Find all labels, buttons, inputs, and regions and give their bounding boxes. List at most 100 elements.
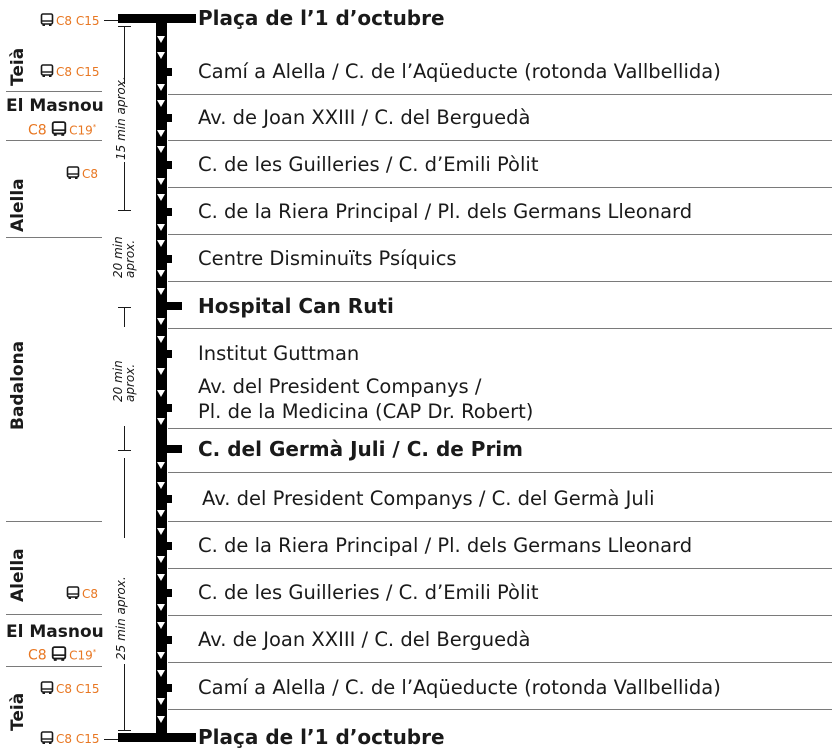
direction-arrow xyxy=(157,318,165,325)
stop-label: Av. de Joan XXIII / C. del Berguedà xyxy=(198,628,531,651)
route-end-bar xyxy=(118,733,196,742)
municipality-divider xyxy=(6,666,102,667)
stop-divider xyxy=(168,428,832,429)
stop-tick xyxy=(158,302,182,310)
direction-arrow xyxy=(157,604,165,611)
duration-bracket xyxy=(124,458,125,538)
duration-label: 20 min aprox. xyxy=(111,360,137,402)
stop-divider xyxy=(168,187,832,188)
route-start-bar xyxy=(118,14,196,23)
stop-label: C. de la Riera Principal / Pl. dels Germ… xyxy=(198,534,693,557)
bus-connection: C8 C15 xyxy=(40,731,99,748)
bus-connection: C8 C19* xyxy=(28,121,97,140)
municipality-label: Alella xyxy=(8,178,28,232)
stop-tick xyxy=(158,495,172,503)
direction-arrow xyxy=(157,716,165,723)
stop-label: Camí a Alella / C. de l’Aqüeducte (roton… xyxy=(198,676,721,699)
route-line xyxy=(156,18,167,737)
direction-arrow xyxy=(157,510,165,517)
stop-divider xyxy=(168,521,832,522)
stop-tick xyxy=(158,68,172,76)
bus-icon xyxy=(51,121,67,140)
bus-icon xyxy=(40,13,54,30)
bus-icon xyxy=(51,646,67,665)
bus-icon xyxy=(66,166,80,183)
duration-bracket-cap xyxy=(118,210,131,211)
stop-label: C. de les Guilleries / C. d’Emili Pòlit xyxy=(198,153,539,176)
municipality-divider xyxy=(6,521,102,522)
direction-arrow xyxy=(157,240,165,247)
stop-label: Plaça de l’1 d’octubre xyxy=(198,6,445,30)
bus-icon xyxy=(66,586,80,603)
direction-arrow xyxy=(157,146,165,153)
stop-tick xyxy=(158,445,182,453)
bus-connection: C8 C15 xyxy=(40,681,99,698)
bus-icon xyxy=(40,681,54,698)
stop-divider xyxy=(168,281,832,282)
direction-arrow xyxy=(157,52,165,59)
stop-label: Camí a Alella / C. de l’Aqüeducte (roton… xyxy=(198,60,721,83)
duration-label: 25 min aprox. xyxy=(114,576,128,660)
stop-divider xyxy=(168,234,832,235)
direction-arrow xyxy=(157,670,165,677)
stop-divider xyxy=(168,709,832,710)
bus-icon xyxy=(40,64,54,81)
duration-label: 15 min aprox. xyxy=(114,76,128,160)
duration-bracket xyxy=(124,26,125,84)
stop-tick xyxy=(158,350,172,358)
stop-tick xyxy=(158,684,172,692)
direction-arrow xyxy=(157,84,165,91)
direction-arrow xyxy=(157,652,165,659)
stop-label: Av. del President Companys / C. del Germ… xyxy=(202,487,655,510)
duration-label: 20 min aprox. xyxy=(111,236,137,278)
municipality-divider xyxy=(6,614,102,615)
stop-label: Institut Guttman xyxy=(198,342,360,365)
stop-divider xyxy=(168,568,832,569)
direction-arrow xyxy=(157,622,165,629)
stop-label: Av. de Joan XXIII / C. del Berguedà xyxy=(198,106,531,129)
bus-connection: C8 xyxy=(66,586,98,603)
direction-arrow xyxy=(157,178,165,185)
municipality-divider xyxy=(6,140,102,141)
stop-label: Centre Disminuïts Psíquics xyxy=(198,247,457,270)
bus-connection: C8 C15 xyxy=(40,13,99,30)
direction-arrow xyxy=(157,194,165,201)
duration-bracket xyxy=(124,307,125,327)
direction-arrow xyxy=(157,390,165,397)
stop-tick xyxy=(158,404,172,412)
stop-tick xyxy=(158,161,172,169)
municipality-divider xyxy=(6,91,102,92)
direction-arrow xyxy=(157,224,165,231)
direction-arrow xyxy=(157,100,165,107)
direction-arrow xyxy=(157,482,165,489)
direction-arrow xyxy=(157,574,165,581)
stop-label: C. de les Guilleries / C. d’Emili Pòlit xyxy=(198,581,539,604)
direction-arrow xyxy=(157,270,165,277)
stop-label: Av. del President Companys / Pl. de la M… xyxy=(198,375,534,423)
stop-label: C. de la Riera Principal / Pl. dels Germ… xyxy=(198,200,693,223)
bus-connection: C8 C19* xyxy=(28,646,97,665)
municipality-label: Teià xyxy=(8,47,28,86)
municipality-label: Alella xyxy=(8,548,28,602)
municipality-label: El Masnou xyxy=(6,96,104,116)
stop-tick xyxy=(158,208,172,216)
direction-arrow xyxy=(157,36,165,43)
direction-arrow xyxy=(157,528,165,535)
direction-arrow xyxy=(157,418,165,425)
stop-label: Hospital Can Ruti xyxy=(198,294,394,318)
stop-label: C. del Germà Juli / C. de Prim xyxy=(198,437,523,461)
stop-tick xyxy=(158,114,172,122)
direction-arrow xyxy=(157,698,165,705)
stop-tick xyxy=(158,589,172,597)
duration-bracket-cap xyxy=(118,450,131,451)
bus-icon xyxy=(40,731,54,748)
connector-line xyxy=(104,20,118,21)
stop-tick xyxy=(158,255,172,263)
duration-bracket xyxy=(124,162,125,210)
direction-arrow xyxy=(157,130,165,137)
duration-bracket-cap xyxy=(118,730,131,731)
duration-bracket xyxy=(124,664,125,730)
connector-line xyxy=(104,739,118,740)
municipality-label: Badalona xyxy=(8,340,28,430)
stop-divider xyxy=(168,472,832,473)
